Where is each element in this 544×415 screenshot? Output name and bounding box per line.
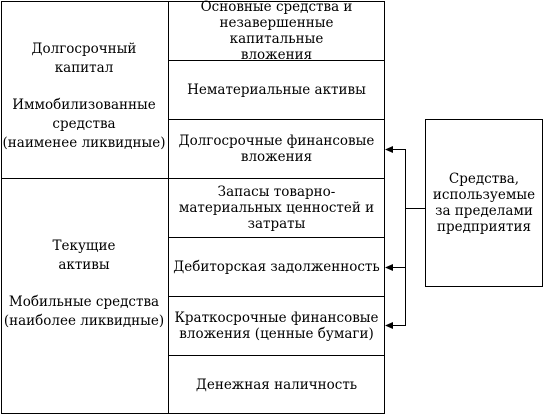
cell-text: Дебиторская задолженность: [173, 258, 380, 275]
cell-text: Нематериальные активы: [187, 81, 366, 98]
external-funds-box: [425, 119, 543, 287]
label-assets: активы: [58, 257, 110, 273]
cell-text: Основные средства и: [200, 0, 353, 15]
label-mobile-funds: Мобильные средства: [8, 294, 160, 310]
cell-intangible-assets: Нематериальные активы: [168, 60, 385, 119]
label-current: Текущие: [52, 238, 116, 254]
label-long-term: Долгосрочный: [31, 41, 137, 57]
cell-text: Краткосрочные финансовые: [174, 309, 379, 326]
cell-text: незавершенные капитальные: [219, 14, 334, 47]
cell-short-term-investments: Краткосрочные финансовые вложения (ценны…: [168, 296, 385, 355]
cell-text: вложения: [240, 148, 313, 165]
cell-text: материальных ценностей и: [178, 199, 375, 216]
row-divider: [168, 355, 385, 356]
cell-cash: Денежная наличность: [168, 355, 385, 414]
cell-text: вложения: [240, 46, 313, 63]
arrow-head-short-term: [385, 322, 393, 329]
box-text: за пределами: [435, 203, 533, 219]
row-divider: [168, 178, 385, 179]
column-divider: [168, 1, 169, 414]
cell-long-term-investments: Долгосрочные финансовые вложения: [168, 119, 385, 178]
cell-text: вложения (ценные бумаги): [179, 325, 374, 342]
left-divider: [1, 178, 168, 179]
label-immobilized: Иммобилизованные: [12, 97, 156, 113]
arrow-head-receivables: [385, 264, 393, 271]
label-least-liquid: (наименее ликвидные): [2, 135, 166, 151]
row-divider: [168, 237, 385, 238]
row-divider: [168, 296, 385, 297]
cell-receivables: Дебиторская задолженность: [168, 237, 385, 296]
box-text: Средства,: [448, 171, 520, 187]
cell-text: затраты: [247, 215, 306, 232]
label-capital: капитал: [54, 60, 114, 76]
box-text: предприятия: [436, 219, 532, 235]
external-funds-text: Средства, используемые за пределами пред…: [425, 119, 543, 287]
label-most-liquid: (наиболее ликвидные): [3, 313, 165, 329]
row-divider: [168, 119, 385, 120]
assets-table: [1, 1, 385, 414]
arrow-head-long-term: [385, 146, 393, 153]
row-divider: [168, 60, 385, 61]
cell-fixed-assets: Основные средства и незавершенные капита…: [168, 0, 385, 63]
cell-text: Запасы товарно-: [217, 183, 336, 200]
cell-text: Денежная наличность: [195, 376, 358, 393]
cell-inventory: Запасы товарно- материальных ценностей и…: [168, 178, 385, 237]
cell-text: Долгосрочные финансовые: [178, 132, 375, 149]
label-funds: средства: [52, 116, 116, 132]
box-text: используемые: [432, 187, 536, 203]
